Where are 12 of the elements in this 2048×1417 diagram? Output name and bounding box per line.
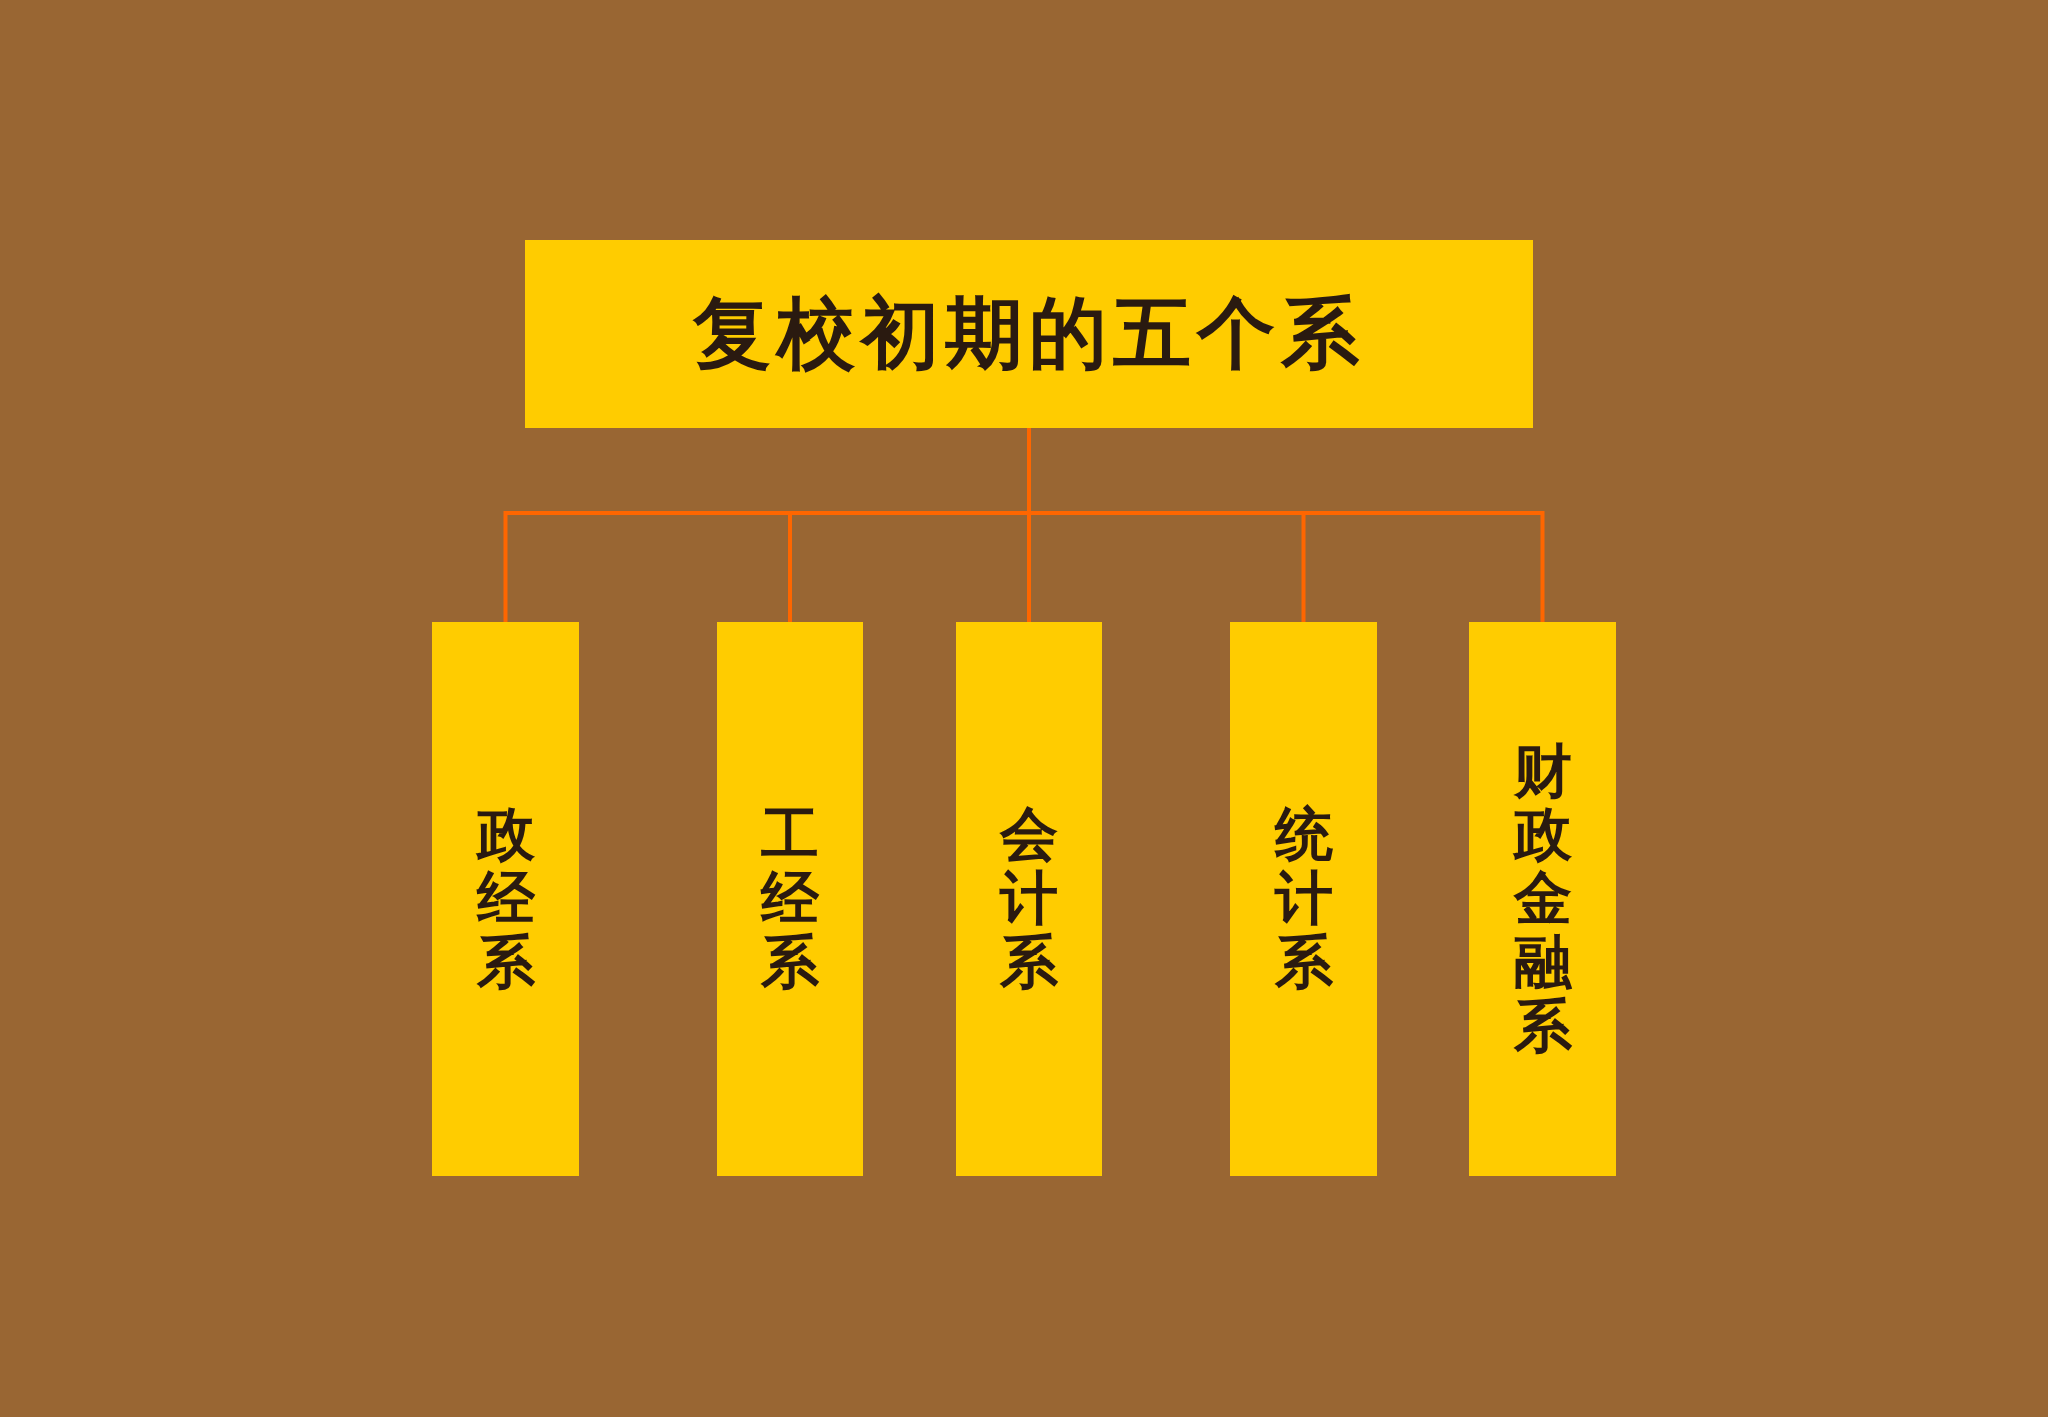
department-box bbox=[717, 622, 863, 1176]
department-box bbox=[1230, 622, 1377, 1176]
department-name: 政经系 bbox=[476, 803, 535, 995]
department-box bbox=[1469, 622, 1616, 1176]
department-name: 工经系 bbox=[761, 803, 819, 995]
department-name: 统计系 bbox=[1274, 803, 1333, 995]
title-text: 复校初期的五个系 bbox=[693, 288, 1365, 379]
title-box bbox=[525, 240, 1533, 428]
department-box bbox=[956, 622, 1102, 1176]
department-name: 会计系 bbox=[1000, 803, 1058, 995]
department-name: 财政金融系 bbox=[1513, 739, 1572, 1059]
department-box bbox=[432, 622, 579, 1176]
